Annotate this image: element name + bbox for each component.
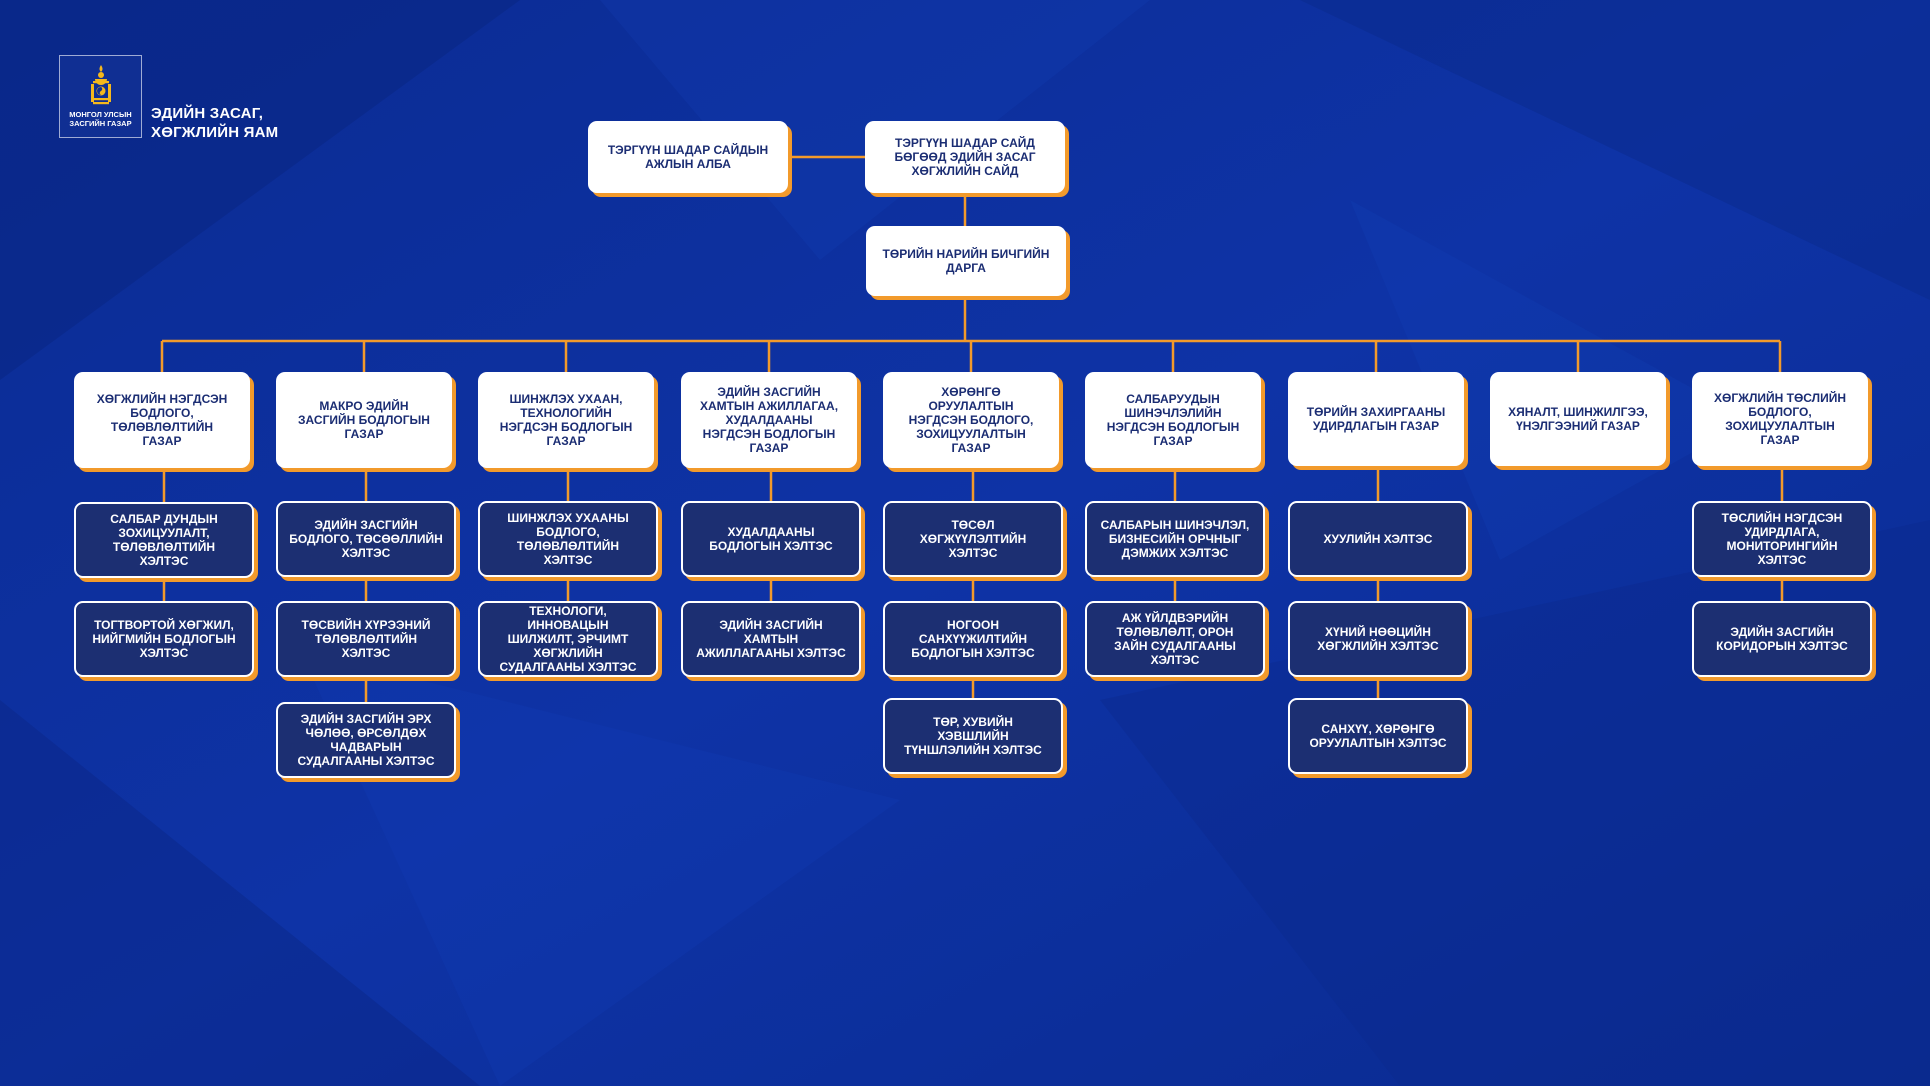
division-box[interactable]: ТӨСӨЛ ХӨГЖҮҮЛЭЛТИЙН ХЭЛТЭС [883,501,1063,577]
division-box[interactable]: ЭДИЙН ЗАСГИЙН ЭРХ ЧӨЛӨӨ, ӨРСӨЛДӨХ ЧАДВАР… [276,702,456,778]
first-deputy-pm-minister-box[interactable]: ТЭРГҮҮН ШАДАР САЙД БӨГӨӨД ЭДИЙН ЗАСАГ ХӨ… [865,121,1065,193]
division-box[interactable]: ХУДАЛДААНЫ БОДЛОГЫН ХЭЛТЭС [681,501,861,577]
division-box[interactable]: ЭДИЙН ЗАСГИЙН ХАМТЫН АЖИЛЛАГААНЫ ХЭЛТЭС [681,601,861,677]
division-box[interactable]: ТӨСЛИЙН НЭГДСЭН УДИРДЛАГА, МОНИТОРИНГИЙН… [1692,501,1872,577]
division-box[interactable]: ТӨСВИЙН ХҮРЭЭНИЙ ТӨЛӨВЛӨЛТИЙН ХЭЛТЭС [276,601,456,677]
division-box[interactable]: ШИНЖЛЭХ УХААНЫ БОДЛОГО, ТӨЛӨВЛӨЛТИЙН ХЭЛ… [478,501,658,577]
division-box[interactable]: САЛБАР ДУНДЫН ЗОХИЦУУЛАЛТ, ТӨЛӨВЛӨЛТИЙН … [74,502,254,578]
division-box[interactable]: ЭДИЙН ЗАСГИЙН КОРИДОРЫН ХЭЛТЭС [1692,601,1872,677]
ministry-name: ЭДИЙН ЗАСАГ, ХӨГЖЛИЙН ЯАМ [151,105,279,141]
department-box[interactable]: САЛБАРУУДЫН ШИНЭЧЛЭЛИЙН НЭГДСЭН БОДЛОГЫН… [1085,372,1261,468]
division-box[interactable]: ТОГТВОРТОЙ ХӨГЖИЛ, НИЙГМИЙН БОДЛОГЫН ХЭЛ… [74,601,254,677]
division-box[interactable]: ЭДИЙН ЗАСГИЙН БОДЛОГО, ТӨСӨӨЛЛИЙН ХЭЛТЭС [276,501,456,577]
first-deputy-pm-office-box[interactable]: ТЭРГҮҮН ШАДАР САЙДЫН АЖЛЫН АЛБА [588,121,788,193]
division-box[interactable]: ХҮНИЙ НӨӨЦИЙН ХӨГЖЛИЙН ХЭЛТЭС [1288,601,1468,677]
state-secretary-box[interactable]: ТӨРИЙН НАРИЙН БИЧГИЙН ДАРГА [866,226,1066,296]
department-box[interactable]: ХЯНАЛТ, ШИНЖИЛГЭЭ, ҮНЭЛГЭЭНИЙ ГАЗАР [1490,372,1666,466]
government-logo: МОНГОЛ УЛСЫН ЗАСГИЙН ГАЗАР [59,55,142,138]
division-box[interactable]: ТЕХНОЛОГИ, ИННОВАЦЫН ШИЛЖИЛТ, ЭРЧИМТ ХӨГ… [478,601,658,677]
division-box[interactable]: АЖ ҮЙЛДВЭРИЙН ТӨЛӨВЛӨЛТ, ОРОН ЗАЙН СУДАЛ… [1085,601,1265,677]
department-box[interactable]: ТӨРИЙН ЗАХИРГААНЫ УДИРДЛАГЫН ГАЗАР [1288,372,1464,466]
division-box[interactable]: ХУУЛИЙН ХЭЛТЭС [1288,501,1468,577]
department-box[interactable]: ХӨГЖЛИЙН ТӨСЛИЙН БОДЛОГО, ЗОХИЦУУЛАЛТЫН … [1692,372,1868,466]
soyombo-emblem-icon [90,65,111,105]
division-box[interactable]: ТӨР, ХУВИЙН ХЭВШЛИЙН ТҮНШЛЭЛИЙН ХЭЛТЭС [883,698,1063,774]
department-box[interactable]: МАКРО ЭДИЙН ЗАСГИЙН БОДЛОГЫН ГАЗАР [276,372,452,468]
division-box[interactable]: НОГООН САНХҮҮЖИЛТИЙН БОДЛОГЫН ХЭЛТЭС [883,601,1063,677]
division-box[interactable]: САНХҮҮ, ХӨРӨНГӨ ОРУУЛАЛТЫН ХЭЛТЭС [1288,698,1468,774]
logo-caption: МОНГОЛ УЛСЫН ЗАСГИЙН ГАЗАР [69,110,132,128]
department-box[interactable]: ЭДИЙН ЗАСГИЙН ХАМТЫН АЖИЛЛАГАА, ХУДАЛДАА… [681,372,857,468]
department-box[interactable]: ШИНЖЛЭХ УХААН, ТЕХНОЛОГИЙН НЭГДСЭН БОДЛО… [478,372,654,468]
department-box[interactable]: ХӨГЖЛИЙН НЭГДСЭН БОДЛОГО, ТӨЛӨВЛӨЛТИЙН Г… [74,372,250,468]
department-box[interactable]: ХӨРӨНГӨ ОРУУЛАЛТЫН НЭГДСЭН БОДЛОГО, ЗОХИ… [883,372,1059,468]
division-box[interactable]: САЛБАРЫН ШИНЭЧЛЭЛ, БИЗНЕСИЙН ОРЧНЫГ ДЭМЖ… [1085,501,1265,577]
